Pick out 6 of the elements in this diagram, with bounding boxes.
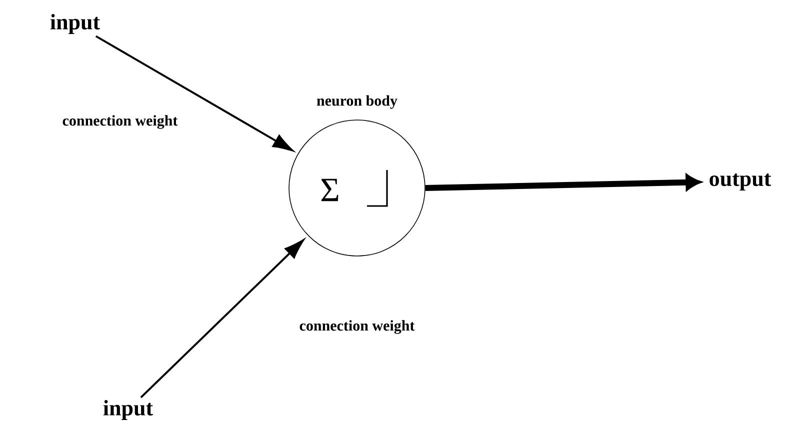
arrow (140, 239, 304, 398)
text-label: output (710, 173, 772, 191)
node-caption: neuron body (316, 95, 398, 109)
text-label: input (50, 14, 100, 34)
edge-label: connection weight (298, 319, 416, 335)
text-label: input (103, 400, 153, 420)
